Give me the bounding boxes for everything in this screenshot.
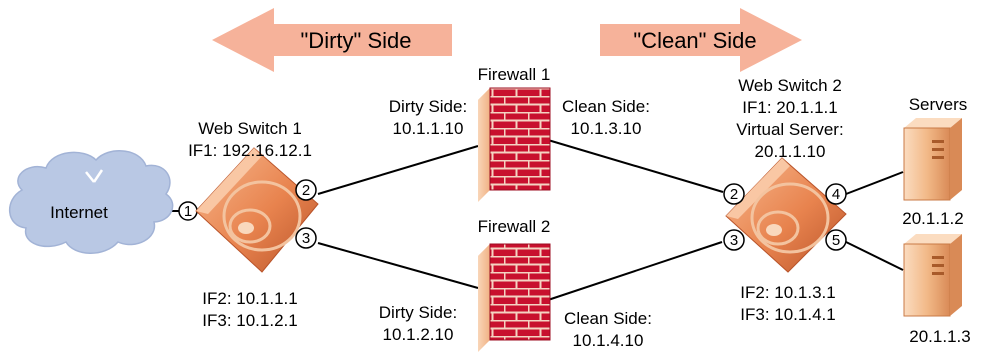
- firewall-2-clean-label: Clean Side:: [564, 309, 652, 328]
- ws1-port-2: 2: [295, 179, 317, 201]
- server-2-ip: 20.1.1.3: [909, 327, 970, 346]
- server-1-icon: [903, 118, 962, 201]
- firewall-2-icon: [478, 243, 551, 352]
- web-switch-2-name: Web Switch 2: [738, 76, 842, 95]
- servers-title: Servers: [909, 95, 968, 114]
- internet-cloud: Internet: [8, 150, 174, 254]
- firewall-2-clean-ip: 10.1.4.10: [573, 331, 644, 350]
- web-switch-1-if1: IF1: 192.16.12.1: [188, 141, 312, 160]
- ws2-port-2: 2: [723, 183, 745, 205]
- firewall-2-name: Firewall 2: [478, 217, 551, 236]
- ws1-port-3: 3: [295, 227, 317, 249]
- firewall-2-dirty-ip: 10.1.2.10: [383, 325, 454, 344]
- link-fw1-ws2: [547, 139, 724, 193]
- firewall-1-clean-ip: 10.1.3.10: [571, 119, 642, 138]
- ws2-port-4-label: 4: [832, 186, 840, 203]
- ws2-port-3: 3: [723, 229, 745, 251]
- link-fw2-ws2: [547, 241, 723, 301]
- ws2-port-2-label: 2: [730, 186, 738, 203]
- firewall-1-name: Firewall 1: [478, 65, 551, 84]
- server-1-ip: 20.1.1.2: [902, 209, 963, 228]
- ws1-port-3-label: 3: [302, 230, 310, 247]
- firewall-1-clean-label: Clean Side:: [562, 97, 650, 116]
- link-ws2-server2: [845, 241, 904, 271]
- ws2-port-4: 4: [825, 183, 847, 205]
- ws2-port-5: 5: [825, 229, 847, 251]
- ws2-port-5-label: 5: [832, 232, 840, 249]
- port-1: 1: [178, 201, 198, 221]
- web-switch-2-vs-ip: 20.1.1.10: [755, 142, 826, 161]
- web-switch-1-if2: IF2: 10.1.1.1: [202, 289, 297, 308]
- web-switch-2-if3: IF3: 10.1.4.1: [740, 305, 835, 324]
- link-ws1-fw2: [317, 242, 479, 289]
- firewall-1-dirty-label: Dirty Side:: [389, 97, 467, 116]
- ws1-port-2-label: 2: [302, 182, 310, 199]
- web-switch-1-if3: IF3: 10.1.2.1: [202, 311, 297, 330]
- dirty-side-label: "Dirty" Side: [301, 28, 412, 53]
- firewall-2-dirty-label: Dirty Side:: [379, 303, 457, 322]
- web-switch-2-if1: IF1: 20.1.1.1: [742, 98, 837, 117]
- firewall-1-icon: [478, 87, 551, 202]
- web-switch-2-icon: [725, 157, 847, 273]
- link-ws2-server1: [845, 171, 904, 195]
- clean-side-label: "Clean" Side: [633, 28, 756, 53]
- firewall-1-dirty-ip: 10.1.1.10: [393, 119, 464, 138]
- web-switch-2-if2: IF2: 10.1.3.1: [740, 283, 835, 302]
- connection-lines: [170, 139, 904, 301]
- web-switch-2-vs-label: Virtual Server:: [736, 120, 843, 139]
- dirty-side-arrow: "Dirty" Side: [212, 8, 452, 72]
- ws2-port-3-label: 3: [730, 232, 738, 249]
- internet-label: Internet: [50, 203, 108, 222]
- web-switch-1-icon: [195, 147, 319, 273]
- link-ws1-fw1: [317, 145, 479, 195]
- port-1-label: 1: [184, 203, 192, 220]
- clean-side-arrow: "Clean" Side: [600, 8, 802, 72]
- web-switch-1-name: Web Switch 1: [198, 119, 302, 138]
- server-2-icon: [903, 234, 962, 317]
